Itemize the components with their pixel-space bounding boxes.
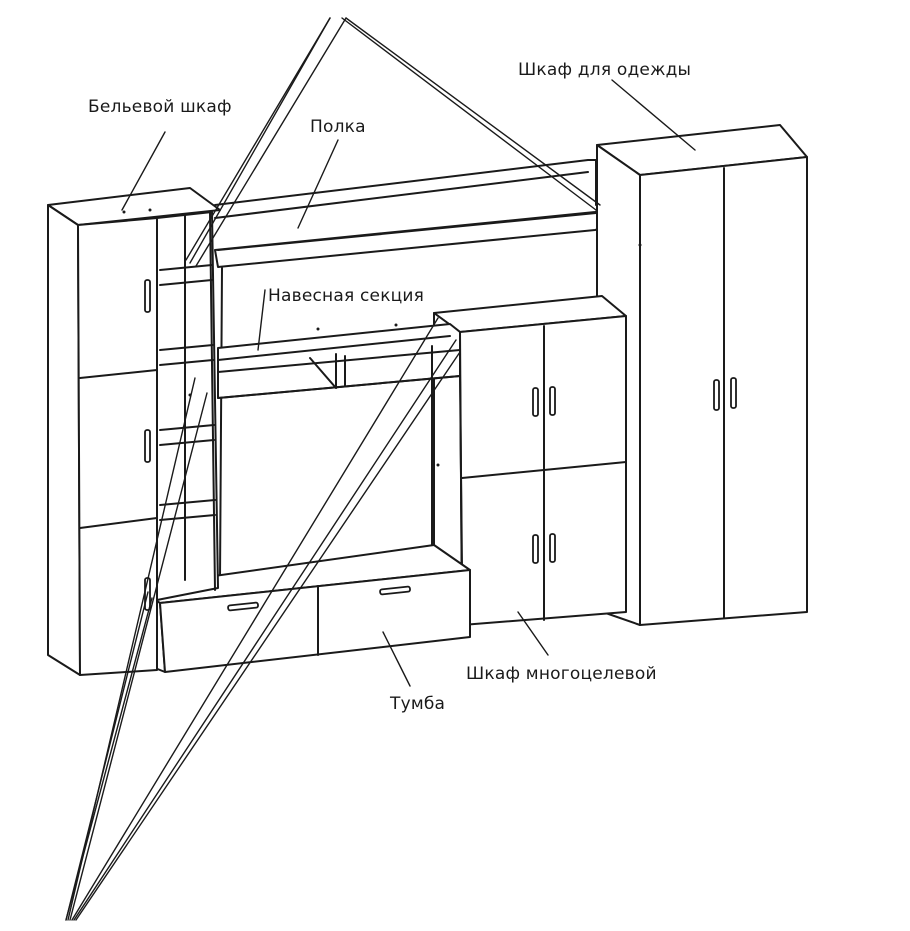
hanging-section: [217, 323, 461, 399]
top-fixing-lines: [185, 17, 601, 267]
linen-cabinet: [47, 187, 221, 676]
cabinet-bottom-left-handle: [532, 534, 539, 564]
leader-hanging-section: [257, 289, 266, 351]
wardrobe: [596, 124, 808, 626]
label-tv-stand: Тумба: [390, 694, 446, 714]
cabinet-top-left-handle: [532, 387, 539, 417]
wardrobe-right-handle: [730, 377, 737, 409]
leader-tv-stand: [382, 631, 411, 687]
label-shelf: Полка: [310, 117, 366, 137]
leader-linen-cabinet: [121, 131, 166, 211]
label-hanging-section: Навесная секция: [268, 286, 425, 306]
leader-multipurpose: [517, 611, 549, 656]
linen-middle-handle: [144, 429, 151, 463]
detail-dots: [122, 208, 642, 467]
leader-wardrobe: [611, 79, 696, 151]
cabinet-top-right-handle: [549, 386, 556, 416]
shelf: [214, 205, 619, 268]
wardrobe-left-handle: [713, 379, 720, 411]
linen-top-handle: [144, 279, 151, 313]
label-wardrobe: Шкаф для одежды: [518, 60, 692, 80]
bottom-fixing-lines: [65, 317, 461, 921]
stand-left-handle: [227, 601, 259, 612]
cabinet-bottom-right-handle: [549, 533, 556, 563]
leader-lines: [121, 79, 696, 687]
label-linen-cabinet: Бельевой шкаф: [88, 97, 232, 117]
leader-shelf: [297, 139, 339, 229]
stand-right-handle: [379, 585, 411, 596]
label-multipurpose-cabinet: Шкаф многоцелевой: [466, 664, 657, 684]
tv-niche: [431, 375, 463, 569]
